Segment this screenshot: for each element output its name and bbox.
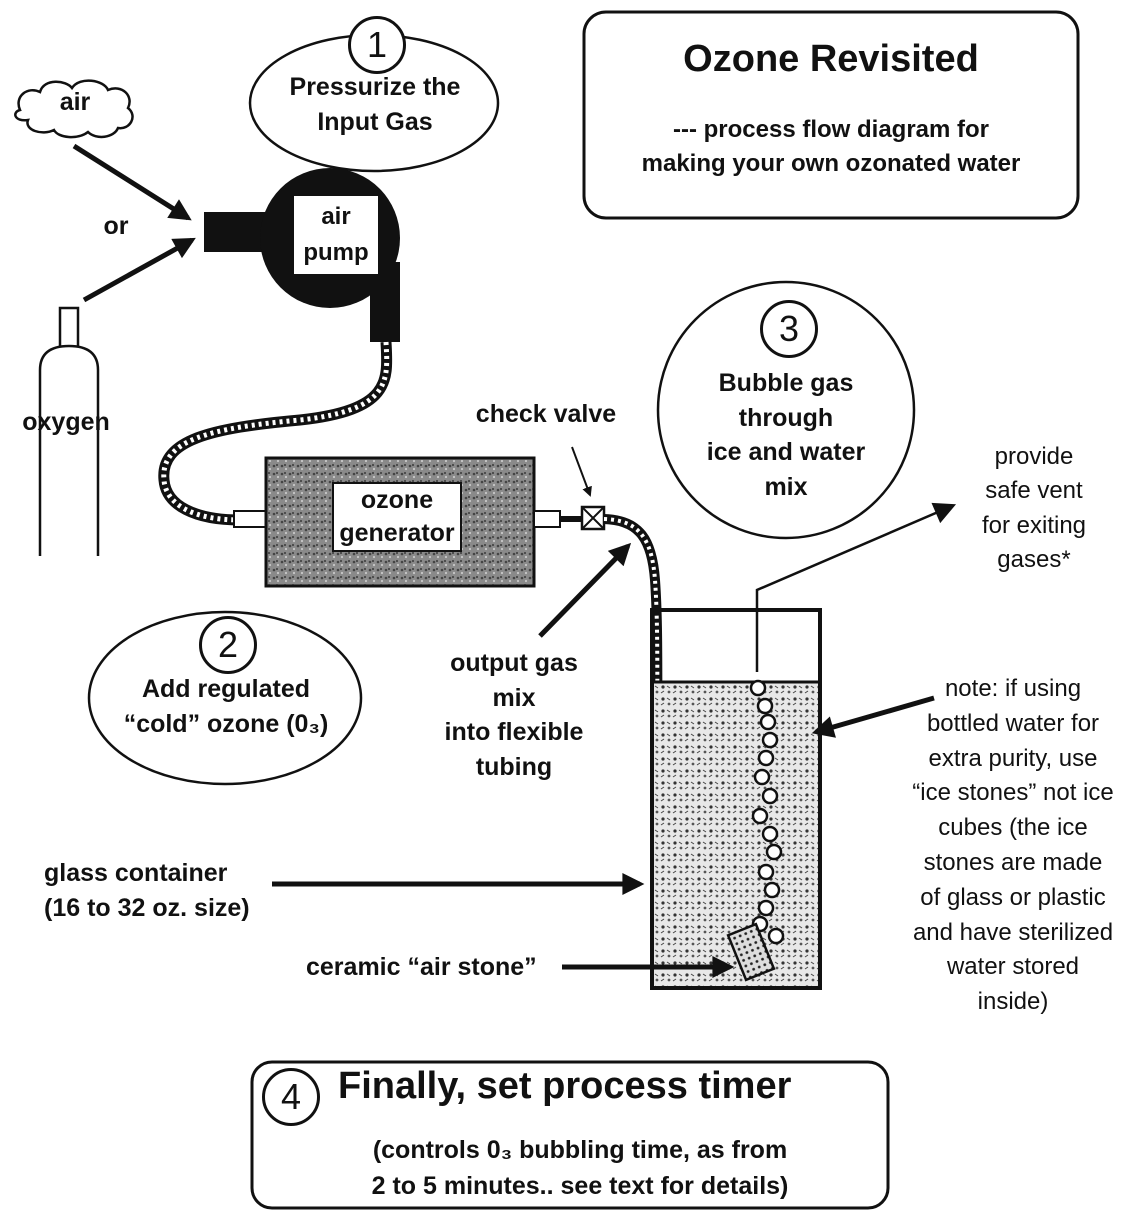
glass-container-label: glass container (16 to 32 oz. size) [44,859,250,922]
bubbles [749,679,785,945]
diagram-subtitle: --- process flow diagram for making your… [641,116,1021,177]
check-valve-pointer-arrow [571,446,592,497]
diagram-title: Ozone Revisited [683,38,979,80]
output-gas-label: output gas mix into flexible tubing [444,649,584,781]
ozone-generator-label: ozone generator [332,482,462,552]
step1-label: Pressurize the Input Gas [289,73,461,136]
check-valve-label: check valve [475,400,617,428]
air-to-pump-arrow [72,143,192,221]
step2-label: Add regulated “cold” ozone (0₃) [123,675,329,738]
air-cloud-icon [14,79,134,139]
step3-number: 3 [760,300,818,358]
step4-box [250,1060,890,1210]
step1-number: 1 [348,16,406,74]
vent-arrow [755,502,957,612]
oxygen-label: oxygen [22,408,110,436]
air-stone-icon [726,922,776,982]
oxygen-to-pump-arrow [82,237,196,303]
note-label: note: if using bottled water for extra p… [912,675,1114,1016]
output-gas-arrow [538,542,632,638]
air-pump-label: air pump [296,199,376,271]
step4-detail: (controls 0₃ bubbling time, as from 2 to… [371,1136,789,1201]
air-stone-label: ceramic “air stone” [306,953,537,981]
step2-number: 2 [199,616,257,674]
air-label: air [59,88,91,116]
or-label: or [103,212,129,240]
oxygen-cylinder-icon [38,306,100,556]
step4-number: 4 [262,1068,320,1126]
vent-label: provide safe vent for exiting gases* [981,443,1087,573]
step2-ellipse [87,610,363,786]
title-box [582,10,1080,220]
check-valve-icon [560,505,606,531]
step3-circle [656,280,916,540]
step4-label: Finally, set process timer [338,1065,792,1107]
step3-label: Bubble gas through ice and water mix [706,369,866,501]
note-arrow [811,695,935,738]
